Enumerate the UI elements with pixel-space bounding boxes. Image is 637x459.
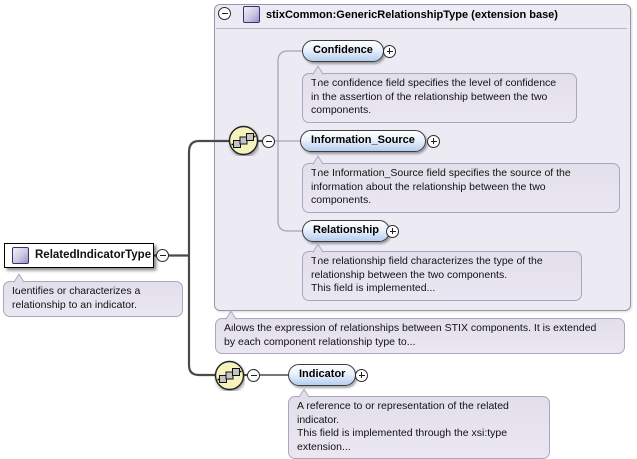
annotation-root: Identifies or characterizes a relationsh… — [3, 281, 183, 317]
complex-type-icon — [12, 247, 29, 264]
sequence-icon[interactable] — [214, 360, 245, 391]
collapse-toggle-indicator-group[interactable] — [247, 368, 260, 382]
element-indicator[interactable]: Indicator — [288, 364, 357, 386]
extension-base-title: stixCommon:GenericRelationshipType (exte… — [266, 9, 558, 21]
annotation-extension-base: Allows the expression of relationships b… — [215, 318, 625, 354]
annotation-indicator: A reference to or representation of the … — [288, 396, 550, 459]
element-confidence[interactable]: Confidence — [302, 40, 384, 62]
annotation-information-source: The Information_Source field specifies t… — [302, 163, 620, 213]
expand-toggle-relationship[interactable] — [386, 224, 399, 238]
root-element-relatedindicatortype[interactable]: RelatedIndicatorType — [4, 243, 154, 268]
expand-toggle-indicator[interactable] — [355, 368, 368, 382]
root-element-label: RelatedIndicatorType — [35, 249, 152, 261]
collapse-toggle-root[interactable] — [156, 249, 169, 262]
expand-toggle-confidence[interactable] — [383, 44, 396, 58]
annotation-confidence: The confidence field specifies the level… — [302, 73, 577, 123]
element-relationship[interactable]: Relationship — [302, 220, 391, 242]
complex-type-icon — [243, 6, 260, 23]
annotation-relationship: The relationship field characterizes the… — [302, 251, 582, 301]
sequence-icon[interactable] — [228, 125, 259, 156]
collapse-toggle-extension[interactable] — [218, 7, 231, 20]
panel-divider — [216, 28, 627, 29]
element-information-source[interactable]: Information_Source — [300, 130, 426, 152]
expand-toggle-information-source[interactable] — [427, 134, 440, 148]
collapse-toggle-sequence[interactable] — [262, 134, 275, 148]
